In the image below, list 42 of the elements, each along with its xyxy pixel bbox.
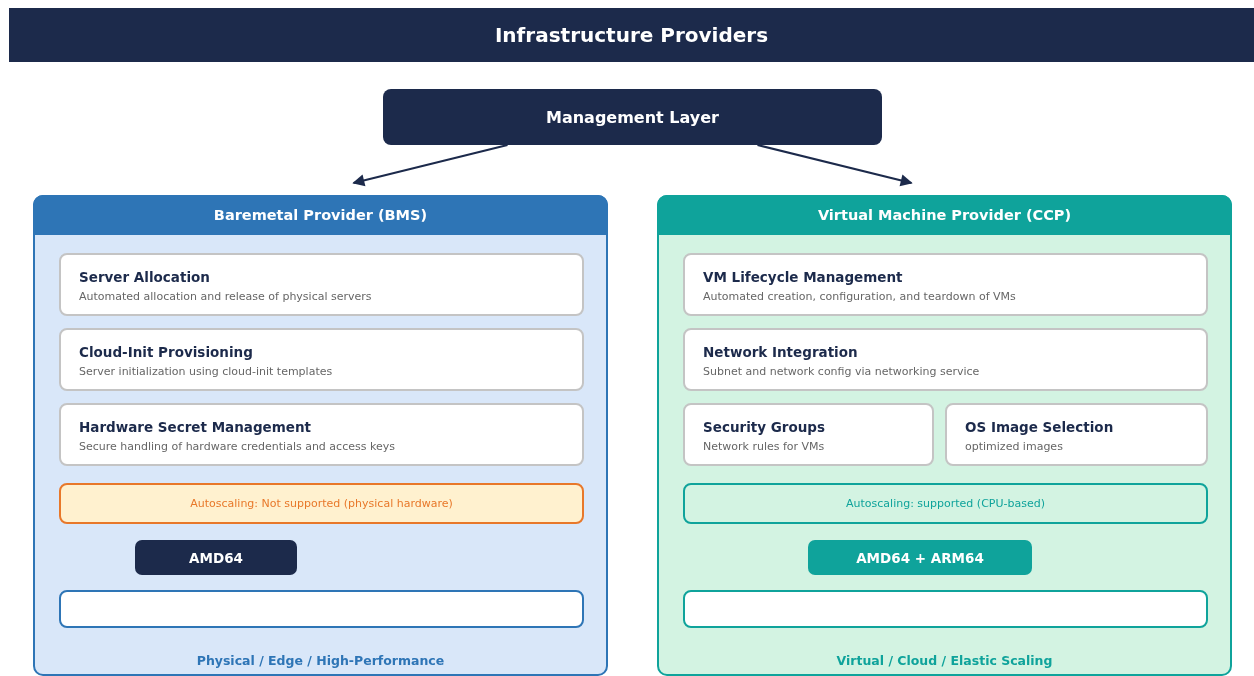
card-title: VM Lifecycle Management <box>703 269 904 285</box>
feature-card <box>683 403 934 466</box>
card-title: Security Groups <box>703 419 827 435</box>
arrow <box>352 144 509 187</box>
feature-card <box>683 253 1208 316</box>
card-description: Subnet and network config via networking service <box>703 365 981 378</box>
card-description: Secure handling of hardware credentials and access keys <box>79 440 396 453</box>
autoscaling-note <box>683 483 1208 524</box>
provider-panel <box>657 195 1232 676</box>
os-box <box>683 590 1208 628</box>
feature-card <box>59 403 584 466</box>
card-description: Automated creation, configuration, and teardown of VMs <box>703 290 1017 303</box>
card-title: OS Image Selection <box>965 419 1115 435</box>
feature-card <box>59 328 584 391</box>
architecture-label: AMD64 + ARM64 <box>856 549 984 566</box>
layer-title: Management Layer <box>546 107 719 127</box>
os-box <box>59 590 584 628</box>
panel-header: Baremetal Provider (BMS) <box>33 195 608 235</box>
arrow <box>756 144 913 187</box>
card-title: Network Integration <box>703 344 859 360</box>
title-banner: Infrastructure Providers <box>9 8 1254 62</box>
management-layer-box <box>383 89 882 145</box>
architecture-label: AMD64 <box>189 549 243 566</box>
card-description: Automated allocation and release of physical servers <box>79 290 373 303</box>
architecture-tag <box>135 540 297 575</box>
panel-header: Virtual Machine Provider (CCP) <box>657 195 1232 235</box>
provider-panel <box>33 195 608 676</box>
card-title: Server Allocation <box>79 269 211 285</box>
card-description: Network rules for VMs <box>703 440 826 453</box>
autoscaling-note <box>59 483 584 524</box>
panel-footer-text: Physical / Edge / High-Performance <box>195 653 446 668</box>
feature-card <box>59 253 584 316</box>
feature-card <box>683 328 1208 391</box>
card-title: Hardware Secret Management <box>79 419 313 435</box>
autoscaling-text: Autoscaling: supported (CPU-based) <box>846 497 1045 510</box>
card-description: optimized images <box>965 440 1064 453</box>
autoscaling-text: Autoscaling: Not supported (physical hardware) <box>190 497 453 510</box>
feature-card <box>945 403 1208 466</box>
card-title: Cloud-Init Provisioning <box>79 344 254 360</box>
architecture-tag <box>808 540 1032 575</box>
panel-footer-text: Virtual / Cloud / Elastic Scaling <box>835 653 1054 668</box>
card-description: Server initialization using cloud-init templates <box>79 365 334 378</box>
